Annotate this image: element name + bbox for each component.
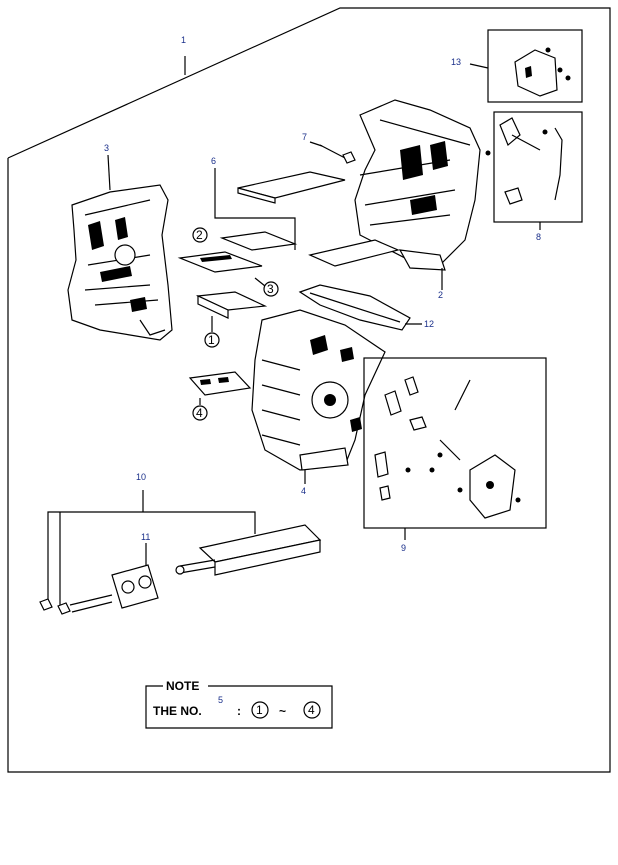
part-8-box[interactable] [493,111,583,223]
callout-12: 12 [424,319,434,329]
filter-piece-2[interactable] [219,231,298,251]
circled-ref-4: 4 [192,398,208,421]
filter-piece-4[interactable] [188,371,252,396]
svg-text:4: 4 [196,406,203,420]
filter-piece-1[interactable] [195,291,268,319]
note-tilde: ~ [279,704,286,718]
note-range-start: 1 [256,703,263,717]
callout-2: 2 [438,290,443,300]
part-6-filter-pads[interactable] [237,171,400,267]
callout-8: 8 [536,232,541,242]
part-9-box[interactable] [363,357,547,529]
diagram-frame [7,7,611,773]
leader-6 [214,168,296,250]
note-colon: : [237,704,241,718]
filter-piece-3[interactable] [177,251,263,273]
leader-13 [469,63,489,69]
note-box: NOTE THE NO. 5 : 1 ~ 4 [145,679,333,729]
callout-11: 11 [141,532,150,542]
part-10-heater-core[interactable] [175,524,322,576]
leader-3 [107,154,111,191]
callout-6: 6 [211,156,216,166]
svg-text:1: 1 [208,333,215,347]
callout-9: 9 [401,543,406,553]
leader-10 [47,490,256,605]
callout-5: 5 [218,695,223,705]
callout-3: 3 [104,143,109,153]
callout-4: 4 [301,486,306,496]
circled-ref-1: 1 [204,316,220,348]
part-3-case-panel[interactable] [67,184,173,341]
part-7-screw[interactable] [319,144,356,164]
callout-7: 7 [302,132,307,142]
note-range-end: 4 [308,703,315,717]
callout-13: 13 [451,57,461,67]
callout-1: 1 [181,35,186,45]
note-text: THE NO. [153,704,202,718]
callout-10: 10 [136,472,146,482]
part-2-upper-housing[interactable] [354,99,491,271]
circled-ref-3: 3 [254,277,279,297]
leader-7 [309,141,323,147]
svg-text:3: 3 [267,282,274,296]
part-13-box[interactable] [487,29,583,103]
note-title: NOTE [166,679,199,693]
part-4-lower-case[interactable] [251,309,386,471]
svg-text:2: 2 [196,228,203,242]
part-11-pipe-clamp[interactable] [39,564,159,615]
circled-ref-2: 2 [192,227,208,243]
